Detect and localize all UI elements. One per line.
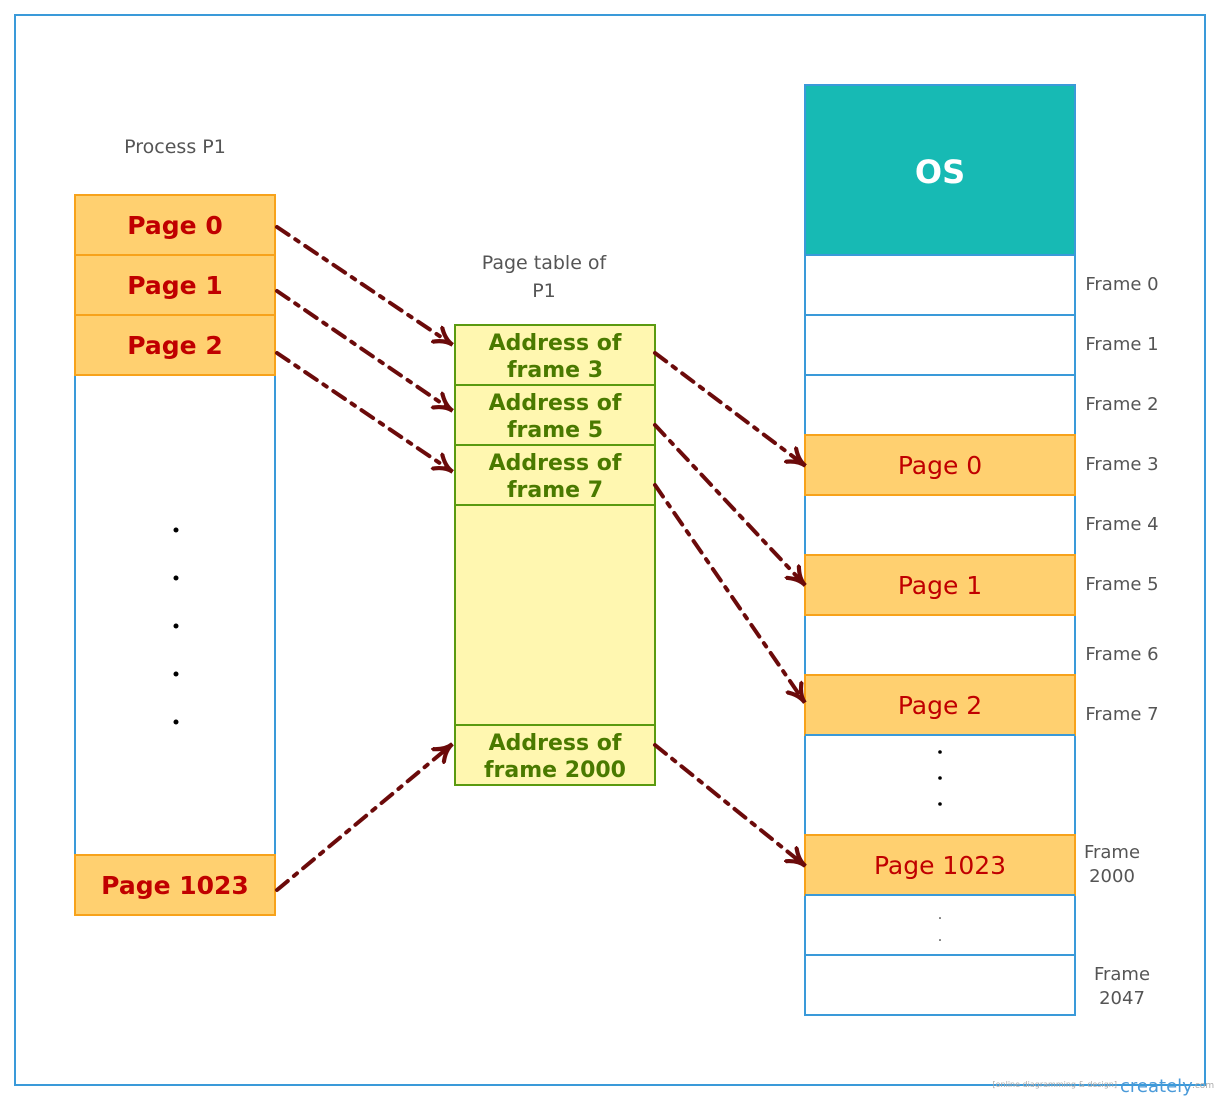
ellipsis-dots — [938, 750, 942, 941]
physical-memory: OS Page 0 Page 1 Page 2 Page 1023 — [804, 84, 1076, 1016]
arrow — [275, 225, 450, 343]
arrow — [653, 423, 803, 583]
arrow — [653, 483, 803, 700]
frame-label: Frame 1 — [1085, 334, 1158, 355]
frame-label: Frame 2 — [1085, 394, 1158, 415]
frame-label: 2047 — [1099, 988, 1145, 1009]
frame-label: Frame — [1084, 842, 1140, 863]
memory-page-label: Page 1 — [898, 571, 982, 600]
frame-label: Frame 5 — [1085, 574, 1158, 595]
frame-label: Frame 6 — [1085, 644, 1158, 665]
arrow — [275, 746, 450, 892]
process-page-label: Page 0 — [127, 211, 222, 240]
process-page-0 — [74, 194, 276, 256]
arrow — [653, 743, 803, 864]
arrow — [653, 351, 803, 464]
frame-labels: Frame 0 Frame 1 Frame 2 Frame 3 Frame 4 … — [1084, 274, 1159, 1009]
process-page-label: Page 2 — [127, 331, 222, 360]
svg-text:[online diagramming & design]: [online diagramming & design] — [993, 1080, 1117, 1089]
memory-page-label: Page 0 — [898, 451, 982, 480]
mapping-arrows — [275, 225, 803, 892]
frame-label: Frame — [1094, 964, 1150, 985]
page-table-entry: frame 3 — [507, 358, 603, 383]
process-page-1 — [74, 254, 276, 316]
frame-3-page-0 — [804, 434, 1076, 496]
svg-text:creately: creately — [1120, 1076, 1193, 1097]
process-page-2 — [74, 314, 276, 376]
arrow — [275, 289, 450, 409]
frame-2000-page-1023 — [804, 834, 1076, 896]
page-table: Address of frame 3 Address of frame 5 Ad… — [454, 324, 656, 786]
page-table-entry: Address of — [489, 731, 622, 756]
os-block — [804, 84, 1076, 256]
process-page-1023 — [74, 854, 276, 916]
page-table-entry: frame 7 — [507, 478, 603, 503]
page-table-entry: frame 5 — [507, 418, 603, 443]
frame-label: 2000 — [1089, 866, 1135, 887]
memory-page-label: Page 1023 — [874, 851, 1006, 880]
frame-5-page-1 — [804, 554, 1076, 616]
process-page-label: Page 1023 — [101, 871, 249, 900]
os-label: OS — [915, 153, 965, 191]
frame-label: Frame 7 — [1085, 704, 1158, 725]
process-title: Process P1 — [124, 136, 226, 158]
process-page-label: Page 1 — [127, 271, 222, 300]
page-table-entry: Address of — [489, 331, 622, 356]
frame-label: Frame 0 — [1085, 274, 1158, 295]
page-table-entry: Address of — [489, 451, 622, 476]
page-table-entry: frame 2000 — [484, 758, 626, 783]
frame-7-page-2 — [804, 674, 1076, 736]
svg-text:.com: .com — [1192, 1081, 1214, 1091]
frame-label: Frame 3 — [1085, 454, 1158, 475]
page-table-title: Page table of — [482, 252, 608, 274]
creately-watermark: [online diagramming & design] creately .… — [993, 1076, 1215, 1097]
arrow — [275, 351, 450, 470]
frame-label: Frame 4 — [1085, 514, 1158, 535]
page-table-entry: Address of — [489, 391, 622, 416]
process-column: Page 0 Page 1 Page 2 Page 1023 — [74, 194, 276, 916]
memory-page-label: Page 2 — [898, 691, 982, 720]
page-table-title: P1 — [532, 280, 556, 302]
ellipsis-dots — [173, 527, 179, 725]
